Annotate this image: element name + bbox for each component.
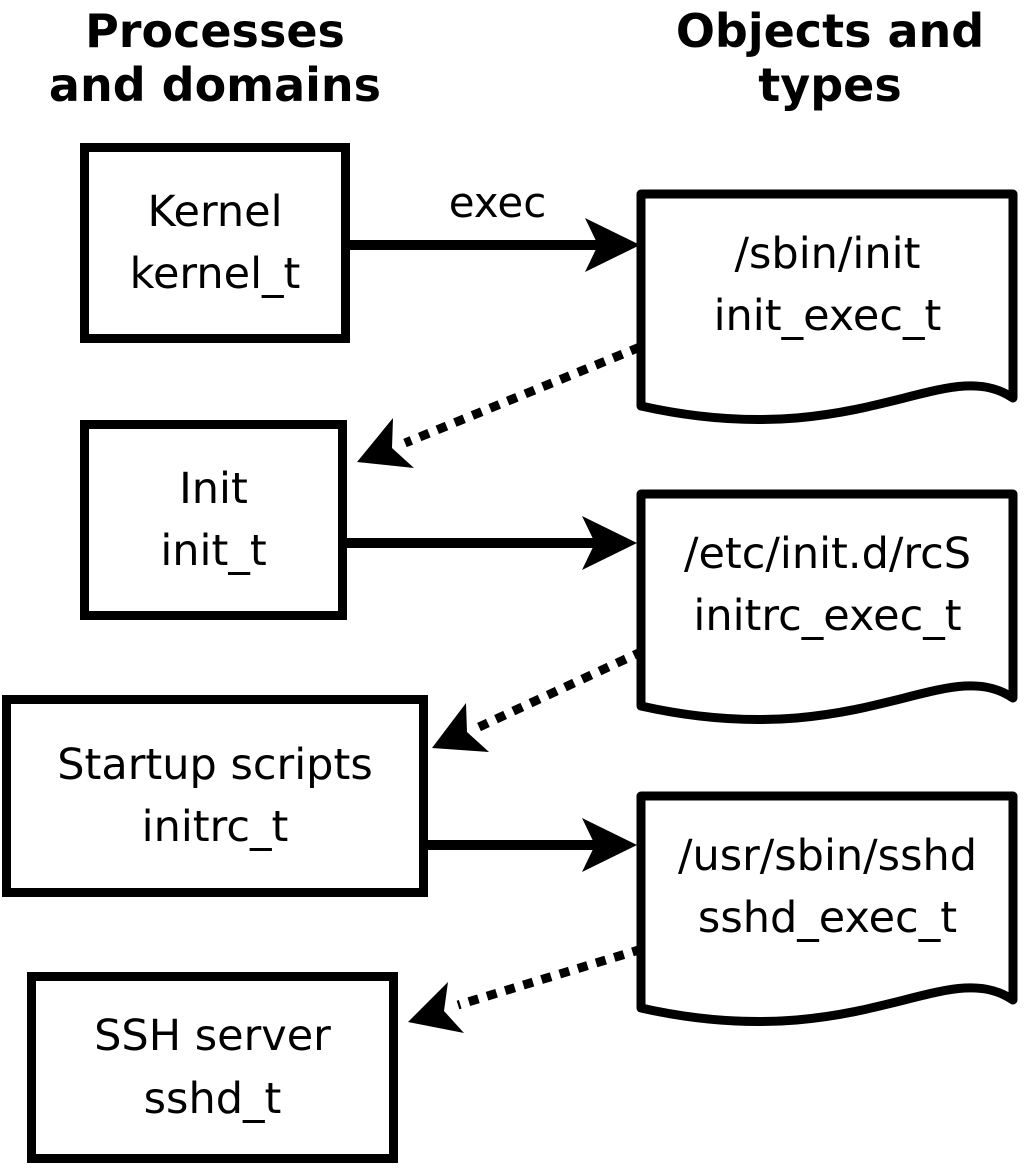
- doc-sbin-init-label: /sbin/init init_exec_t: [637, 190, 1018, 380]
- doc-usr-sbin-sshd: [636, 791, 1018, 1027]
- object-path: /usr/sbin/sshd: [677, 830, 978, 881]
- object-type: sshd_exec_t: [697, 893, 958, 943]
- left-column-header: Processes and domains: [48, 4, 382, 113]
- process-domain: sshd_t: [143, 1073, 282, 1124]
- doc-usr-sbin-sshd-label: /usr/sbin/sshd sshd_exec_t: [637, 792, 1018, 982]
- init-box-label: Init init_t: [80, 420, 347, 620]
- kernel-box: [80, 143, 350, 343]
- ssh-server-box: [27, 972, 398, 1163]
- process-domain: init_t: [160, 526, 267, 576]
- doc-etc-initd-rcs: [636, 489, 1018, 725]
- transition-arrow-to-sshd-shaft: [456, 944, 644, 1010]
- transition-arrow-to-startup-head: [432, 703, 489, 752]
- process-name: SSH server: [94, 1011, 331, 1062]
- transition-arrow-to-init-head: [357, 418, 414, 468]
- exec-arrow-kernel-head: [585, 218, 640, 272]
- startup-scripts-box: [2, 695, 428, 897]
- exec-arrow-init-head: [582, 516, 637, 570]
- object-path: /sbin/init: [734, 228, 921, 279]
- startup-scripts-box-label: Startup scripts initrc_t: [2, 695, 428, 897]
- object-path: /etc/init.d/rcS: [683, 528, 972, 579]
- process-domain: kernel_t: [129, 249, 301, 299]
- transition-arrow-to-sshd-head: [408, 982, 464, 1033]
- doc-etc-initd-rcs-label: /etc/init.d/rcS initrc_exec_t: [637, 490, 1018, 680]
- object-type: initrc_exec_t: [693, 591, 962, 641]
- transition-arrow-to-startup-shaft: [477, 646, 645, 732]
- right-column-header: Objects and types: [675, 4, 985, 113]
- init-box: [80, 420, 347, 620]
- exec-arrow-label: exec: [448, 178, 547, 227]
- process-domain: initrc_t: [141, 802, 289, 852]
- process-name: Kernel: [147, 186, 283, 237]
- ssh-server-box-label: SSH server sshd_t: [27, 972, 398, 1163]
- process-name: Startup scripts: [57, 739, 373, 790]
- doc-sbin-init: [636, 189, 1018, 425]
- exec-arrow-startup-head: [582, 818, 637, 872]
- object-type: init_exec_t: [713, 291, 942, 341]
- process-name: Init: [179, 463, 248, 514]
- kernel-box-label: Kernel kernel_t: [80, 143, 350, 343]
- transition-arrow-to-init-shaft: [403, 342, 642, 448]
